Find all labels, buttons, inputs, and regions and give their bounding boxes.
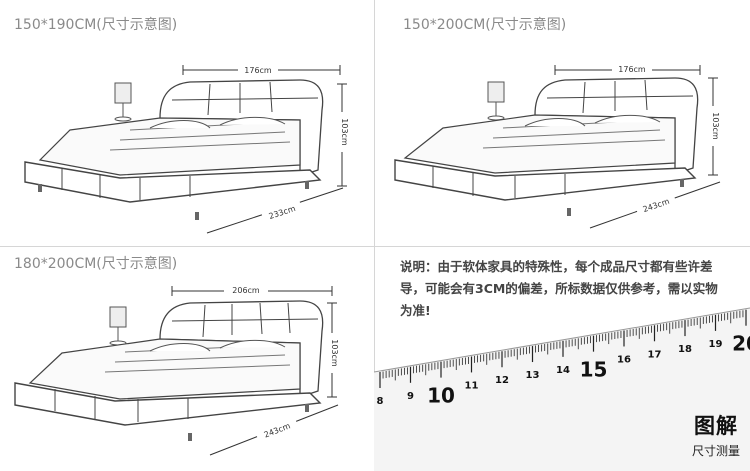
bed-drawing: 206cm 103cm 243cm xyxy=(14,285,339,456)
vertical-divider xyxy=(374,0,375,471)
height-label: 103cm xyxy=(340,118,349,146)
ruler-number: 8 xyxy=(377,396,384,407)
ruler-number: 12 xyxy=(495,375,509,386)
bed-illustration xyxy=(394,77,699,216)
ruler-number: 11 xyxy=(465,380,479,391)
ruler-number: 16 xyxy=(617,354,631,365)
width-dimension: 206cm xyxy=(171,285,333,296)
length-dimension: 233cm xyxy=(206,187,344,234)
lamp-icon xyxy=(109,306,127,346)
panel-title: 150*200CM(尺寸示意图) xyxy=(403,17,567,33)
bed-drawing: 176cm 103cm 233cm xyxy=(24,65,349,234)
width-dimension: 176cm xyxy=(182,65,341,75)
ruler-number: 18 xyxy=(678,344,692,355)
length-dimension: 243cm xyxy=(589,181,721,229)
height-dimension: 103cm xyxy=(707,77,720,176)
width-label: 206cm xyxy=(232,286,260,295)
legend-title: 图解 xyxy=(693,414,738,438)
legend: 图解 尺寸测量 xyxy=(692,410,740,459)
bed-illustration xyxy=(24,79,324,220)
ruler-number: 19 xyxy=(709,339,723,350)
ruler-number: 14 xyxy=(556,365,570,376)
ruler-number: 20 xyxy=(732,332,750,356)
panel-180x200: 180*200CM(尺寸示意图) xyxy=(0,247,374,471)
height-dimension: 103cm xyxy=(336,83,349,187)
panel-150x200: 150*200CM(尺寸示意图) xyxy=(375,0,750,246)
ruler-number: 9 xyxy=(407,391,414,402)
width-label: 176cm xyxy=(244,66,272,75)
bed-illustration xyxy=(14,300,324,441)
ruler-illustration: 8 9 10 11 12 13 14 15 16 17 18 19 20 xyxy=(374,307,750,471)
height-dimension: 103cm xyxy=(326,302,339,398)
ruler-number: 15 xyxy=(580,358,608,382)
width-label: 176cm xyxy=(618,65,646,74)
horizontal-divider xyxy=(0,246,750,247)
lamp-icon xyxy=(114,82,132,122)
width-dimension: 176cm xyxy=(554,64,701,75)
bed-drawing: 176cm 103cm 243cm xyxy=(394,64,721,229)
lamp-icon xyxy=(487,81,505,121)
legend-subtitle: 尺寸测量 xyxy=(691,444,740,458)
ruler-number: 17 xyxy=(648,349,662,360)
ruler-number: 13 xyxy=(526,370,540,381)
ruler-number: 10 xyxy=(427,384,455,408)
ruler-numbers: 8 9 10 11 12 13 14 15 16 17 18 19 20 xyxy=(377,332,750,408)
height-label: 103cm xyxy=(711,112,720,140)
panel-150x190: 150*190CM(尺寸示意图) xyxy=(0,0,374,246)
ruler-ticks xyxy=(379,309,747,388)
disclaimer-note: 说明：由于软体家具的特殊性，每个成品尺寸都有些许差导，可能会有3CM的偏差，所标… xyxy=(400,259,718,318)
panel-title: 150*190CM(尺寸示意图) xyxy=(14,17,178,33)
height-label: 103cm xyxy=(330,339,339,367)
panel-title: 180*200CM(尺寸示意图) xyxy=(14,256,178,272)
